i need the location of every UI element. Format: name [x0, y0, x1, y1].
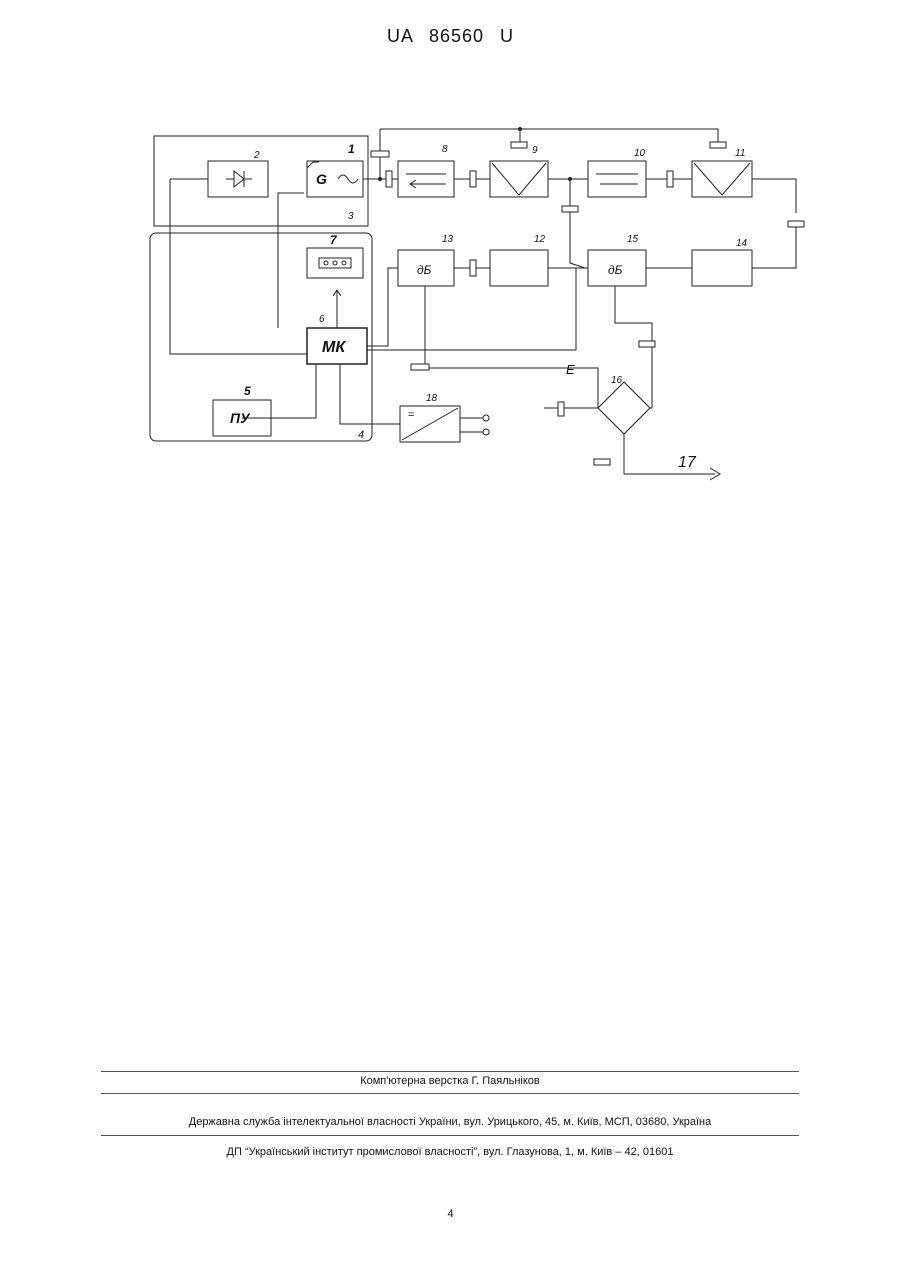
num-18: 18 [426, 393, 438, 404]
num-1: 1 [348, 142, 355, 156]
block-14-filter [692, 250, 752, 286]
terminal-2 [483, 429, 489, 435]
frame-4 [150, 233, 372, 441]
num-9: 9 [532, 145, 538, 156]
block-11-coupler [692, 161, 752, 197]
num-8: 8 [442, 144, 448, 155]
db-15-label: дБ [608, 263, 623, 277]
num-11: 11 [735, 148, 745, 159]
block-10-isolator [588, 161, 646, 197]
num-13: 13 [442, 234, 454, 245]
frame-3 [154, 136, 368, 226]
footer-layout-credit: Комп'ютерна верстка Г. Паяльніков [101, 1075, 799, 1087]
signal-e-label: E [566, 362, 575, 377]
page-number: 4 [0, 1208, 901, 1220]
rule-2 [101, 1093, 799, 1094]
rule-3 [101, 1135, 799, 1136]
rule-1 [101, 1071, 799, 1072]
num-5: 5 [244, 384, 251, 398]
block-12-filter [490, 250, 548, 286]
num-14: 14 [736, 238, 748, 249]
diode-icon [226, 171, 252, 187]
block-diagram: 1 2 3 4 5 6 7 8 9 10 11 12 13 14 15 16 1… [140, 118, 820, 500]
footer-institute: ДП “Український інститут промислової вла… [101, 1146, 799, 1158]
block-7-display [307, 248, 363, 278]
terminal-1 [483, 415, 489, 421]
psu-symbol: = [408, 409, 414, 421]
num-3: 3 [348, 211, 354, 222]
block-2-rectifier [208, 161, 268, 197]
mk-label: МК [322, 339, 346, 356]
generator-label: G [316, 171, 327, 187]
block-8-isolator [398, 161, 454, 197]
patent-number: UA 86560 U [0, 26, 901, 47]
block-9-coupler [490, 161, 548, 197]
num-7: 7 [330, 233, 338, 247]
footer-agency: Державна служба інтелектуальної власност… [101, 1116, 799, 1128]
num-6: 6 [319, 314, 325, 325]
sine-icon [338, 175, 358, 183]
num-4: 4 [358, 429, 364, 441]
num-16: 16 [611, 375, 623, 386]
block-16-detector [598, 382, 650, 434]
db-13-label: дБ [417, 263, 432, 277]
num-17: 17 [678, 454, 697, 471]
num-2: 2 [253, 150, 260, 161]
num-15: 15 [627, 234, 639, 245]
num-10: 10 [634, 148, 646, 159]
num-12: 12 [534, 234, 546, 245]
pu-label: ПУ [230, 410, 251, 426]
